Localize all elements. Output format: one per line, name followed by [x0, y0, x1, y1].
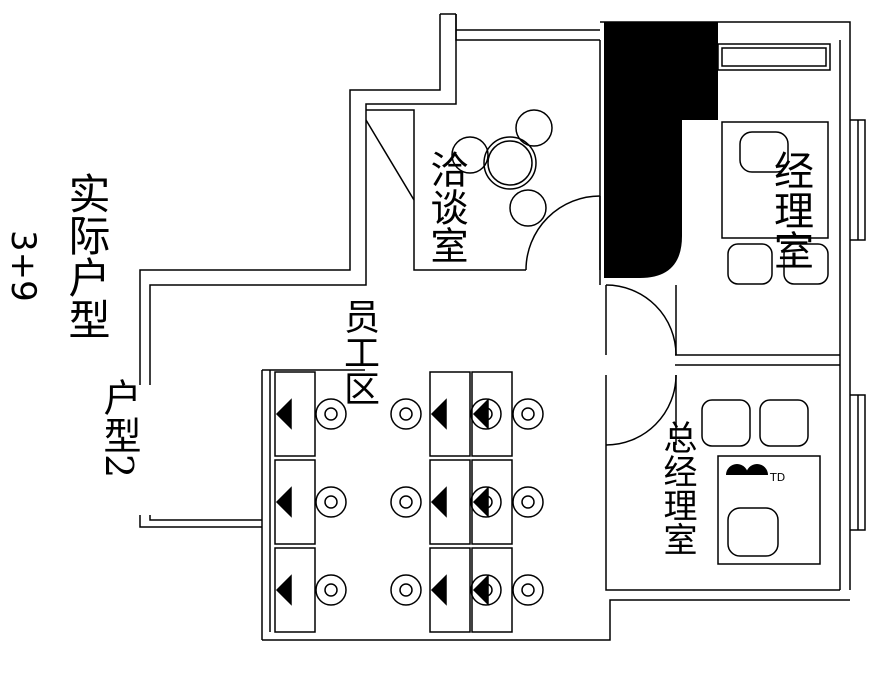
chair	[515, 109, 553, 147]
unit-type-label: 户型2	[97, 378, 141, 479]
person-icon	[324, 495, 338, 509]
negotiation-room-label: 洽谈室	[424, 150, 468, 264]
monitor-icon	[275, 398, 292, 430]
chair	[701, 399, 751, 447]
person-icon	[399, 583, 413, 597]
chair	[727, 507, 779, 557]
gm-desk	[717, 455, 821, 565]
monitor-icon	[472, 398, 489, 430]
workstations	[274, 371, 544, 633]
chair	[509, 189, 547, 227]
chair	[512, 486, 544, 518]
doors	[525, 195, 677, 446]
person-icon	[399, 495, 413, 509]
person-icon	[324, 407, 338, 421]
person-icon	[521, 407, 535, 421]
wall-block	[604, 22, 718, 278]
workstation-desk	[429, 459, 471, 545]
person-icon	[521, 495, 535, 509]
chair	[759, 399, 809, 447]
chair	[315, 574, 347, 606]
monitor-icon	[430, 486, 447, 518]
monitor-icon	[275, 486, 292, 518]
person-icon	[324, 583, 338, 597]
monitor-icon	[472, 574, 489, 606]
chair	[783, 243, 829, 285]
td-mark: TD	[726, 464, 785, 484]
gm-office-label: 总经理室	[657, 420, 697, 556]
workstation-desk	[274, 459, 316, 545]
workstation-desk	[471, 371, 513, 457]
workstation-desk	[471, 547, 513, 633]
chair	[315, 486, 347, 518]
chair	[470, 486, 502, 518]
chair	[727, 243, 773, 285]
chair	[390, 486, 422, 518]
monitor-icon	[275, 574, 292, 606]
partition-walls	[261, 40, 841, 640]
workstation-desk	[429, 371, 471, 457]
outer-walls	[139, 13, 866, 641]
manager-desk	[721, 121, 829, 239]
chair	[739, 131, 789, 173]
monitor-icon	[430, 398, 447, 430]
chair	[315, 398, 347, 430]
workstation-desk	[429, 547, 471, 633]
staff-area-label: 员工区	[338, 298, 379, 406]
monitor-icon	[472, 486, 489, 518]
round-table	[483, 136, 537, 190]
person-icon	[521, 583, 535, 597]
unit-combo-label: 3+9	[3, 230, 43, 302]
workstation-desk	[471, 459, 513, 545]
td-label: TD	[769, 471, 785, 484]
person-icon	[399, 407, 413, 421]
chair	[390, 398, 422, 430]
chair	[512, 398, 544, 430]
stair	[365, 109, 526, 271]
chair	[470, 574, 502, 606]
chair	[512, 574, 544, 606]
chair	[470, 398, 502, 430]
actual-unit-type-label: 实际户型	[62, 172, 111, 340]
monitor-icon	[430, 574, 447, 606]
manager-office-label: 经理室	[767, 150, 813, 270]
workstation-desk	[274, 547, 316, 633]
chair	[390, 574, 422, 606]
workstation-desk	[274, 371, 316, 457]
chair	[451, 136, 489, 174]
